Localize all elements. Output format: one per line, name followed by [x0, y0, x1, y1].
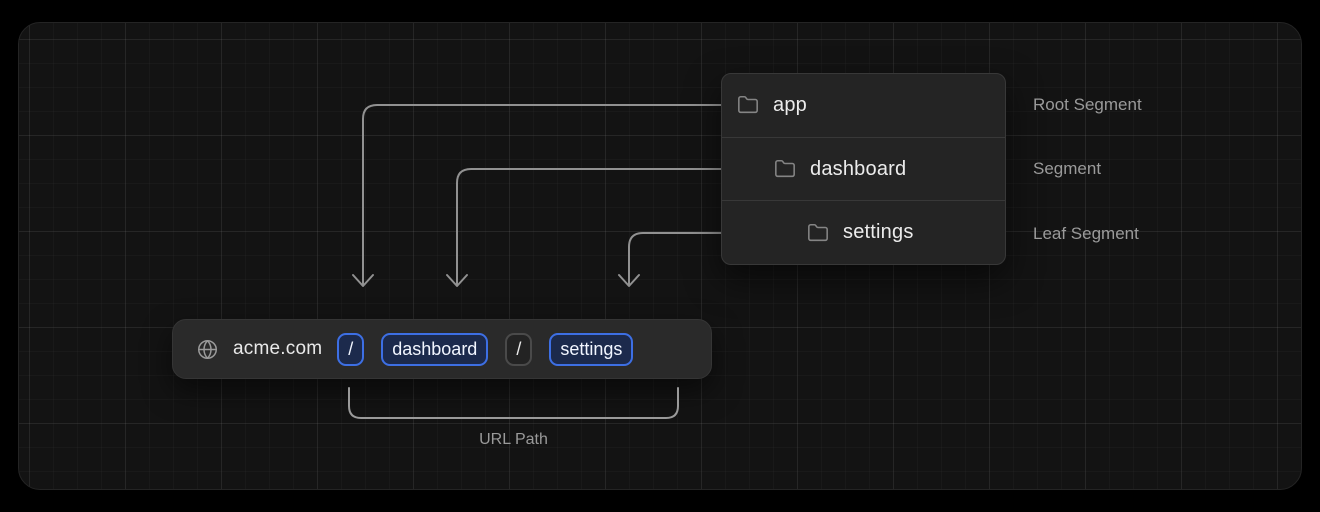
folder-name: dashboard	[810, 157, 907, 180]
url-domain: acme.com	[233, 338, 323, 359]
connector-segment	[456, 168, 730, 286]
url-segment-slash-1[interactable]: /	[337, 332, 365, 366]
folder-icon	[774, 158, 796, 180]
url-segment-settings[interactable]: settings	[549, 332, 634, 366]
url-path-bracket	[348, 387, 679, 419]
folder-row-settings[interactable]: settings	[722, 200, 1005, 264]
url-path-label: URL Path	[479, 431, 548, 448]
globe-icon	[197, 339, 218, 360]
arrowhead-segment	[446, 274, 468, 287]
connector-root-segment	[362, 104, 730, 286]
url-bar[interactable]: acme.com / dashboard / settings	[172, 319, 712, 379]
folder-icon	[737, 94, 759, 116]
annotation-root-segment: Root Segment	[1033, 95, 1142, 114]
folder-row-app[interactable]: app	[722, 74, 1005, 137]
arrowhead-leaf-segment	[618, 274, 640, 287]
arrowhead-root-segment	[352, 274, 374, 287]
folder-icon	[807, 222, 829, 244]
url-segment-dashboard[interactable]: dashboard	[381, 332, 489, 366]
folder-name: settings	[843, 221, 914, 244]
folder-row-dashboard[interactable]: dashboard	[722, 136, 1005, 201]
grid-canvas: app dashboard settings Root	[18, 22, 1302, 490]
folder-tree-panel: app dashboard settings	[721, 73, 1006, 265]
annotation-segment: Segment	[1033, 159, 1102, 178]
connector-leaf-segment	[628, 232, 730, 286]
connector-arrows	[352, 104, 730, 287]
annotation-leaf-segment: Leaf Segment	[1033, 224, 1139, 243]
folder-name: app	[773, 93, 807, 116]
url-segment-slash-2[interactable]: /	[505, 332, 533, 366]
